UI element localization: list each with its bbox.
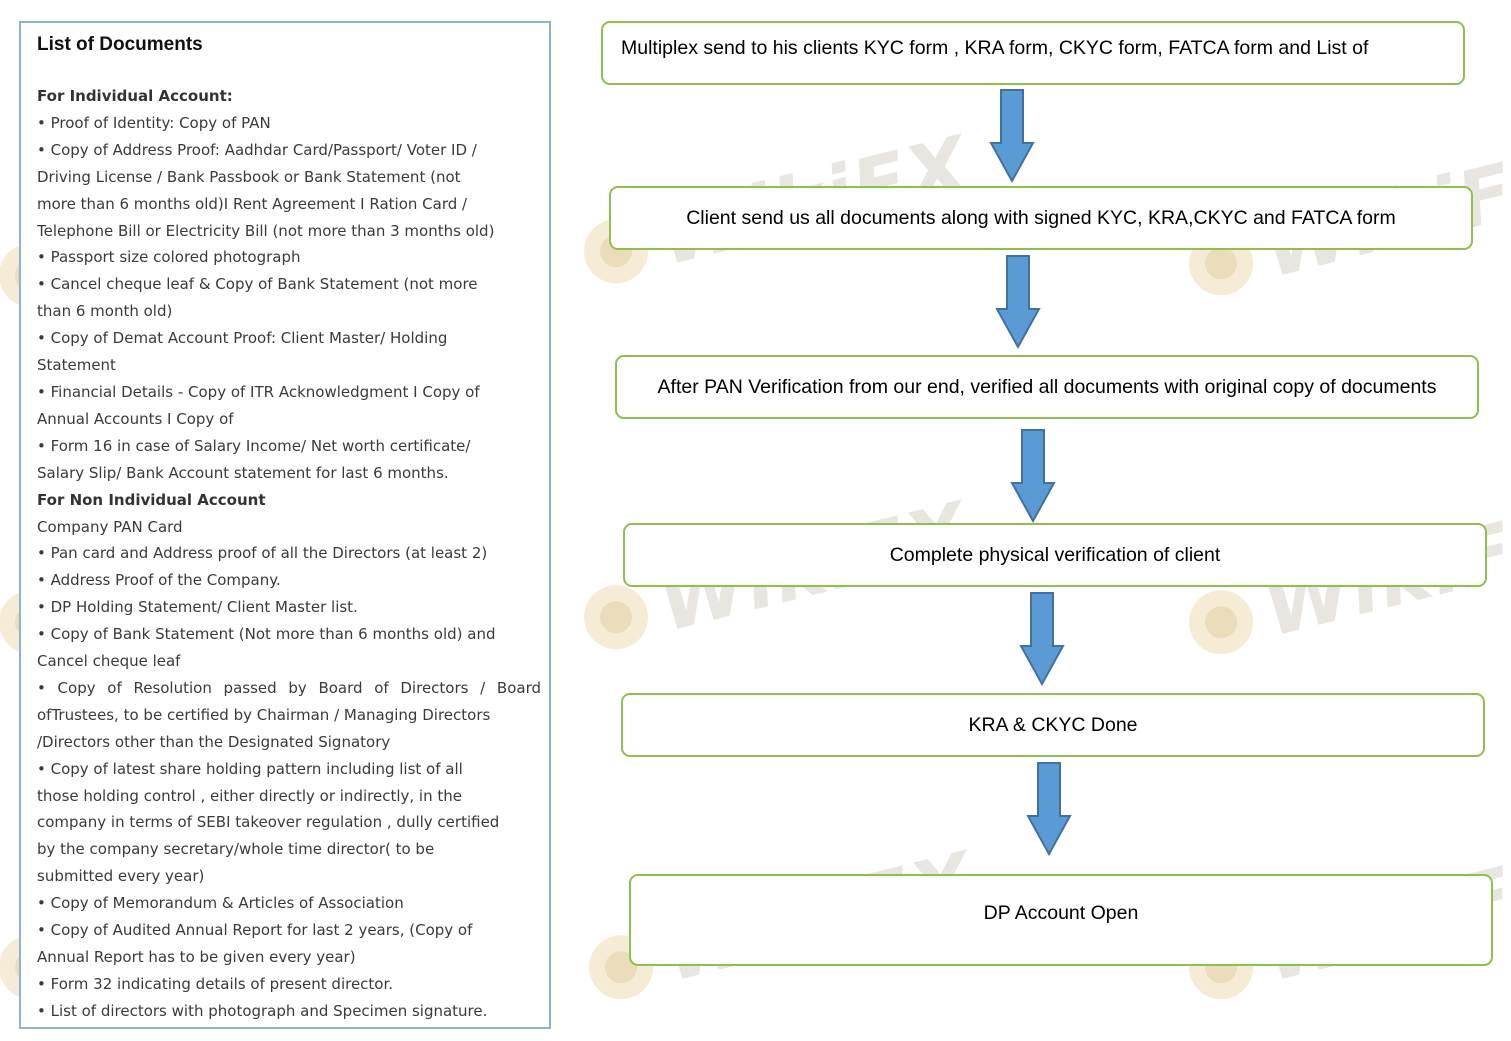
documents-list-line: • DP Holding Statement/ Client Master li… (37, 598, 358, 617)
documents-list-line: Statement (37, 356, 116, 375)
documents-list-line: • Copy of latest share holding pattern i… (37, 759, 463, 778)
documents-list: For Individual Account: • Proof of Identi… (37, 83, 541, 1025)
documents-section-heading: For Individual Account: (37, 87, 233, 105)
documents-list-line: Cancel cheque leaf (37, 652, 181, 671)
documents-list-line: • Passport size colored photograph (37, 248, 301, 267)
documents-list-line: • Copy of Resolution passed by Board of … (37, 678, 541, 697)
documents-list-line: Annual Accounts I Copy of (37, 409, 234, 428)
documents-list-line: • Financial Details - Copy of ITR Acknow… (37, 382, 480, 401)
documents-list-line: Annual Report has to be given every year… (37, 948, 356, 966)
documents-list-line: • Copy of Audited Annual Report for last… (37, 921, 473, 940)
watermark-logo-icon (1182, 583, 1260, 662)
flow-step-4-box: Complete physical verification of client (623, 523, 1487, 587)
flow-step-4-text: Complete physical verification of client (889, 543, 1221, 566)
down-arrow-icon (995, 255, 1041, 349)
flow-step-1-text: Multiplex send to his clients KYC form ,… (621, 37, 1369, 59)
documents-panel: List of Documents For Individual Account… (19, 21, 551, 1029)
documents-list-line: • Copy of Address Proof: Aadhdar Card/Pa… (37, 140, 477, 159)
documents-list-line: by the company secretary/whole time dire… (37, 840, 435, 859)
documents-list-line: Salary Slip/ Bank Account statement for … (37, 463, 449, 482)
flow-step-2-text: Client send us all documents along with … (686, 206, 1396, 229)
documents-list-line: • Copy of Demat Account Proof: Client Ma… (37, 329, 448, 348)
documents-list-line: • Copy of Bank Statement (Not more than … (37, 625, 496, 644)
documents-list-line: • Address Proof of the Company. (37, 571, 281, 590)
documents-list-line: • Pan card and Address proof of all the … (37, 544, 488, 563)
documents-list-line: /Directors other than the Designated Sig… (37, 732, 391, 751)
documents-list-line: submitted every year) (37, 867, 205, 886)
documents-list-line: Company PAN Card (37, 517, 183, 536)
down-arrow-icon (1010, 429, 1056, 523)
down-arrow-icon (989, 89, 1035, 183)
documents-list-line: • Form 32 indicating details of present … (37, 974, 394, 993)
documents-title: List of Documents (37, 34, 203, 55)
watermark-logo-icon (577, 578, 655, 657)
documents-list-line: • Proof of Identity: Copy of PAN (37, 113, 271, 132)
documents-list-line: • List of directors with photograph and … (37, 1001, 488, 1020)
documents-list-line: Telephone Bill or Electricity Bill (not … (37, 221, 495, 240)
documents-list-line: those holding control , either directly … (37, 786, 462, 805)
documents-section-heading: For Non Individual Account (37, 490, 266, 509)
documents-list-line: ofTrustees, to be certified by Chairman … (37, 705, 491, 724)
flow-step-3-text: After PAN Verification from our end, ver… (657, 375, 1437, 398)
documents-list-line: company in terms of SEBI takeover regula… (37, 813, 500, 832)
flow-step-5-text: KRA & CKYC Done (968, 713, 1138, 736)
documents-list-line: more than 6 months old)I Rent Agreement … (37, 194, 468, 213)
down-arrow-icon (1026, 762, 1072, 856)
flow-step-5-box: KRA & CKYC Done (621, 693, 1485, 757)
flow-step-1-box: Multiplex send to his clients KYC form ,… (601, 21, 1465, 85)
flow-step-3-box: After PAN Verification from our end, ver… (615, 355, 1479, 419)
down-arrow-icon (1019, 592, 1065, 686)
documents-list-line: • Form 16 in case of Salary Income/ Net … (37, 436, 471, 455)
documents-list-line: than 6 month old) (37, 302, 173, 321)
documents-list-line: • Cancel cheque leaf & Copy of Bank Stat… (37, 275, 478, 294)
documents-list-line: • Copy of Memorandum & Articles of Assoc… (37, 894, 404, 913)
documents-list-line: Driving License / Bank Passbook or Bank … (37, 167, 461, 186)
flow-step-6-box: DP Account Open (629, 874, 1493, 966)
flow-step-6-text: DP Account Open (983, 902, 1139, 924)
flow-step-2-box: Client send us all documents along with … (609, 186, 1473, 250)
